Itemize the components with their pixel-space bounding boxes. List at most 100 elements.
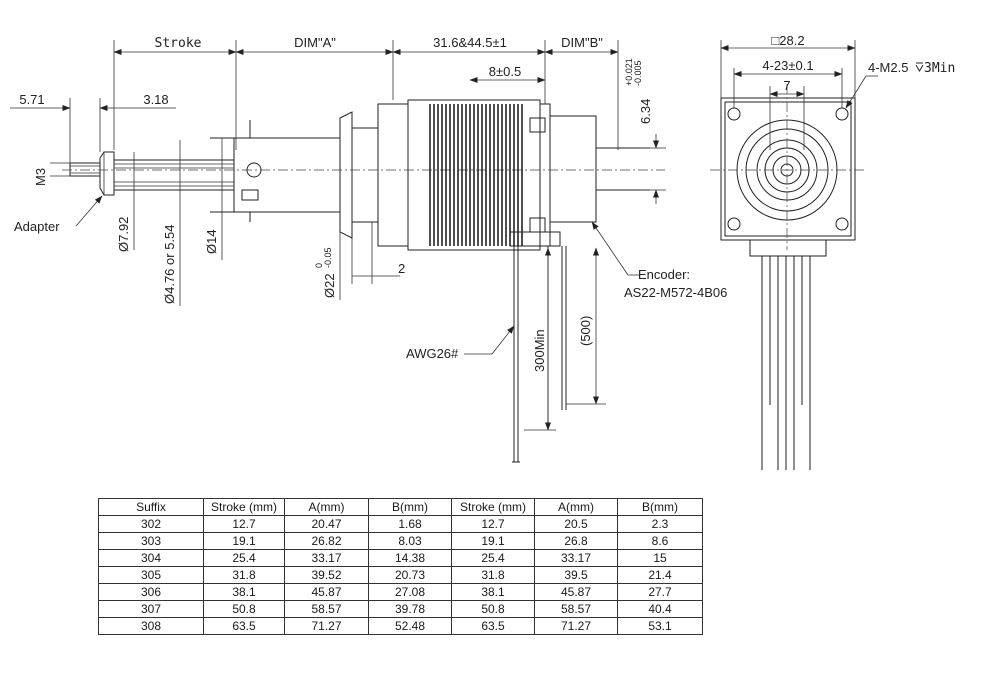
thread-depth-label: 3Min — [924, 61, 955, 76]
table-header-row: Suffix Stroke (mm) A(mm) B(mm) Stroke (m… — [98, 498, 703, 516]
table-row: 307 50.8 58.57 39.78 50.8 58.57 40.4 — [98, 600, 703, 618]
table-cell: 21.4 — [617, 566, 703, 584]
table-cell: 8.03 — [368, 532, 452, 550]
mount-hole — [835, 217, 849, 231]
dia-14-label: Ø14 — [204, 229, 219, 254]
front-flange — [339, 111, 353, 239]
mount-hole — [835, 107, 849, 121]
table-cell: 40.4 — [617, 600, 703, 618]
table-cell: 308 — [98, 617, 204, 635]
header-cell: Stroke (mm) — [203, 498, 285, 516]
table-cell: 25.4 — [203, 549, 285, 567]
table-cell: 71.27 — [534, 617, 618, 635]
table-cell: 31.8 — [451, 566, 535, 584]
depth-icon — [915, 62, 924, 72]
adapter-part — [99, 151, 115, 196]
table-cell: 63.5 — [451, 617, 535, 635]
wire-exit-block — [749, 239, 827, 257]
mount-hole — [727, 217, 741, 231]
motor-body — [377, 103, 409, 247]
table-cell: 307 — [98, 600, 204, 618]
table-cell: 27.7 — [617, 583, 703, 601]
dia-792-label: Ø7.92 — [116, 217, 131, 252]
table-cell: 52.48 — [368, 617, 452, 635]
dia-22-tol-lower: -0.05 — [323, 247, 333, 268]
table-cell: 58.57 — [284, 600, 369, 618]
table-cell: 302 — [98, 515, 204, 533]
dim-b-label: DIM"B" — [561, 35, 603, 50]
adapter-label: Adapter — [14, 219, 60, 234]
header-cell: B(mm) — [368, 498, 452, 516]
hole-spacing-label: 4-23±0.1 — [762, 58, 813, 73]
table-cell: 33.17 — [534, 549, 618, 567]
front-lead-wires — [761, 256, 811, 470]
encoder-housing — [550, 115, 597, 223]
table-cell: 39.78 — [368, 600, 452, 618]
m3-label: M3 — [33, 168, 48, 186]
table-cell: 14.38 — [368, 549, 452, 567]
dim-318-label: 3.18 — [143, 92, 168, 107]
table-cell: 19.1 — [203, 532, 285, 550]
stroke-dim-label: Stroke — [155, 36, 202, 51]
table-row: 305 31.8 39.52 20.73 31.8 39.5 21.4 — [98, 566, 703, 584]
table-row: 306 38.1 45.87 27.08 38.1 45.87 27.7 — [98, 583, 703, 601]
table-cell: 20.47 — [284, 515, 369, 533]
table-cell: 26.82 — [284, 532, 369, 550]
header-cell: B(mm) — [617, 498, 703, 516]
dim-2-label: 2 — [398, 261, 405, 276]
table-row: 308 63.5 71.27 52.48 63.5 71.27 53.1 — [98, 617, 703, 635]
suffix-spec-table: Suffix Stroke (mm) A(mm) B(mm) Stroke (m… — [98, 498, 703, 635]
table-cell: 31.8 — [203, 566, 285, 584]
header-cell: Stroke (mm) — [451, 498, 535, 516]
lead-300-label: 300Min — [532, 329, 547, 372]
table-cell: 303 — [98, 532, 204, 550]
dia-22-tol-upper: 0 — [314, 263, 324, 268]
front-view: □28.2 4-23±0.1 7 4-M2.5 3Min — [710, 33, 955, 470]
encoder-offset-label: 8±0.5 — [489, 64, 521, 79]
table-cell: 26.8 — [534, 532, 618, 550]
table-cell: 19.1 — [451, 532, 535, 550]
table-cell: 1.68 — [368, 515, 452, 533]
encoder-label-line2: AS22-M572-4B06 — [624, 285, 727, 300]
table-cell: 45.87 — [284, 583, 369, 601]
dia-476-label: Ø4.76 or 5.54 — [162, 225, 177, 305]
table-row: 302 12.7 20.47 1.68 12.7 20.5 2.3 — [98, 515, 703, 533]
table-row: 303 19.1 26.82 8.03 19.1 26.8 8.6 — [98, 532, 703, 550]
awg-label: AWG26# — [406, 346, 459, 361]
header-cell: Suffix — [98, 498, 204, 516]
table-cell: 20.5 — [534, 515, 618, 533]
square-size-label: □28.2 — [771, 33, 804, 48]
table-cell: 39.5 — [534, 566, 618, 584]
motor-technical-drawing: Stroke DIM"A" 31.6&44.5±1 DIM"B" 8±0.5 6… — [10, 33, 955, 470]
mount-hole — [727, 107, 741, 121]
table-cell: 27.08 — [368, 583, 452, 601]
table-cell: 33.17 — [284, 549, 369, 567]
dim-571-label: 5.71 — [19, 92, 44, 107]
body-length-label: 31.6&44.5±1 — [433, 35, 507, 50]
side-view: Stroke DIM"A" 31.6&44.5±1 DIM"B" 8±0.5 6… — [10, 35, 727, 463]
screw-tip — [69, 162, 101, 177]
table-cell: 25.4 — [451, 549, 535, 567]
table-cell: 39.52 — [284, 566, 369, 584]
table-cell: 12.7 — [203, 515, 285, 533]
lead-screw — [113, 159, 235, 191]
thread-spec-label: 4-M2.5 — [868, 60, 908, 75]
dim-a-label: DIM"A" — [294, 35, 336, 50]
table-cell: 45.87 — [534, 583, 618, 601]
table-cell: 2.3 — [617, 515, 703, 533]
dia-22-label: Ø22 — [322, 273, 337, 298]
shaft-dia-label: 6.34 — [638, 99, 653, 124]
pilot-dia-label: 7 — [783, 78, 790, 93]
cooling-fins — [429, 104, 523, 246]
table-cell: 71.27 — [284, 617, 369, 635]
shaft-tol-upper: +0.021 — [624, 58, 634, 86]
table-cell: 53.1 — [617, 617, 703, 635]
encoder-label-line1: Encoder: — [638, 267, 690, 282]
rear-shaft — [596, 147, 650, 191]
header-cell: A(mm) — [534, 498, 618, 516]
screw-housing — [210, 137, 341, 213]
table-cell: 58.57 — [534, 600, 618, 618]
table-cell: 12.7 — [451, 515, 535, 533]
table-cell: 38.1 — [451, 583, 535, 601]
table-cell: 20.73 — [368, 566, 452, 584]
